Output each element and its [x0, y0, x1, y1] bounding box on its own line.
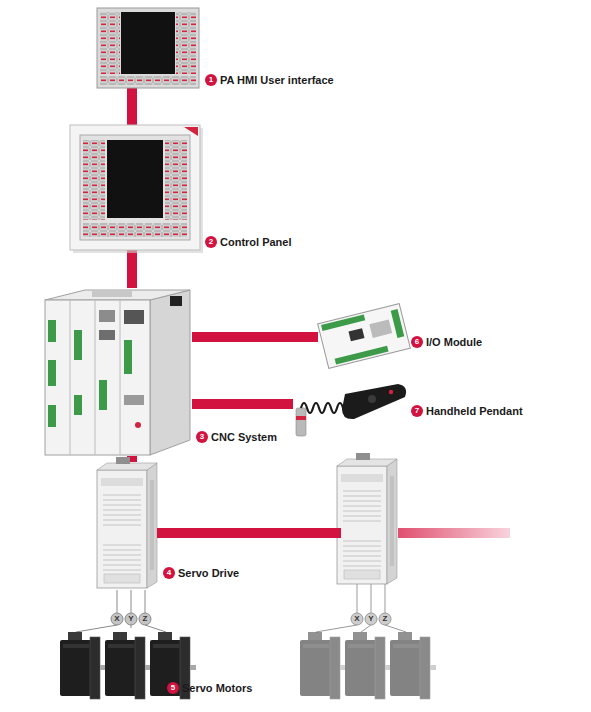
coiled-cable	[301, 403, 349, 413]
screen-display	[107, 140, 163, 218]
button-column	[176, 12, 196, 74]
servo-motor-group	[300, 632, 436, 699]
cnc-front	[45, 300, 150, 455]
axis-wire	[316, 584, 406, 632]
axis-letter: Z	[379, 613, 391, 625]
drive-bus	[157, 528, 341, 538]
callout-number: 2	[205, 236, 217, 248]
axis-letter: Y	[125, 613, 137, 625]
cnc-unit	[45, 290, 190, 455]
button-row	[100, 76, 196, 85]
port	[99, 310, 115, 322]
terminal	[48, 360, 56, 386]
servo-drive	[97, 457, 157, 588]
terminal	[124, 340, 132, 374]
component-label: PA HMI User interface	[220, 73, 334, 87]
component-label: Control Panel	[220, 235, 292, 249]
component-node: Control Panel	[70, 125, 201, 250]
axis-circle	[379, 613, 391, 625]
cnc-side	[150, 290, 190, 455]
control-panel	[70, 125, 203, 253]
component-node: Servo Drive	[97, 462, 159, 590]
servo-motor	[300, 632, 346, 699]
pendant-body	[342, 384, 406, 419]
component-node: CNC System	[45, 288, 192, 456]
terminal	[99, 380, 107, 410]
connector-line	[127, 250, 137, 288]
screen-display	[121, 12, 175, 74]
servo-motor	[345, 632, 391, 699]
component-node: Servo Motors	[58, 628, 203, 706]
port	[124, 395, 144, 405]
component-node: PA HMI User interface	[97, 8, 199, 88]
component-label: CNC System	[211, 430, 277, 444]
axis-circle	[111, 613, 123, 625]
connector-line	[192, 399, 293, 409]
hmi-screen	[97, 8, 199, 88]
callout-number: 3	[196, 431, 208, 443]
callout-number: 6	[411, 336, 423, 348]
terminal-strip	[321, 314, 365, 330]
handwheel	[368, 395, 376, 403]
button-column	[83, 140, 105, 220]
cnc-top	[45, 290, 190, 300]
servo-motor	[60, 632, 106, 699]
servo-drive	[337, 453, 397, 584]
connector-line	[127, 88, 137, 125]
pendant	[296, 384, 406, 436]
callout-number: 1	[205, 74, 217, 86]
axis-letter: X	[351, 613, 363, 625]
hmi-frame	[97, 8, 199, 88]
power-switch	[170, 296, 182, 306]
terminal-strip	[391, 309, 405, 338]
component-label: Servo Drive	[178, 566, 239, 580]
board	[318, 304, 411, 369]
terminal-strip	[335, 346, 389, 365]
servo-motor	[390, 632, 436, 699]
top-connector	[92, 291, 132, 297]
component-node: Handheld Pendant	[293, 383, 408, 449]
drive-bus-fade	[398, 528, 510, 538]
component-label: Handheld Pendant	[426, 404, 523, 418]
module-dividers	[70, 300, 120, 455]
panel-frame	[70, 125, 200, 250]
servo-motor	[105, 632, 151, 699]
panel-shadow	[73, 128, 203, 253]
terminal	[74, 330, 82, 360]
plug-band	[296, 416, 306, 420]
axis-letter: X	[111, 613, 123, 625]
chip	[348, 328, 364, 341]
callout-number: 5	[167, 682, 179, 694]
button-column	[100, 12, 120, 74]
axis-letter: Z	[139, 613, 151, 625]
component-label: Servo Motors	[182, 681, 252, 695]
chip	[369, 320, 392, 338]
terminal	[48, 405, 56, 427]
status-led	[135, 422, 141, 428]
panel-face	[80, 135, 190, 240]
button-column	[165, 140, 187, 220]
axis-circle	[125, 613, 137, 625]
callout-number: 4	[163, 567, 175, 579]
plug	[296, 408, 306, 436]
port	[124, 310, 144, 324]
stop-button	[389, 390, 393, 394]
axis-wire	[76, 590, 166, 632]
axis-circle	[365, 613, 377, 625]
component-label: I/O Module	[426, 335, 482, 349]
port	[99, 330, 115, 340]
callout-number: 7	[411, 405, 423, 417]
axis-circle	[351, 613, 363, 625]
terminal	[74, 395, 82, 415]
connector-line	[192, 332, 318, 342]
axis-letter: Y	[365, 613, 377, 625]
io-board	[318, 304, 411, 369]
terminal	[48, 320, 56, 342]
button-row	[83, 223, 187, 237]
component-node: I/O Module	[318, 303, 411, 369]
axis-circle	[139, 613, 151, 625]
